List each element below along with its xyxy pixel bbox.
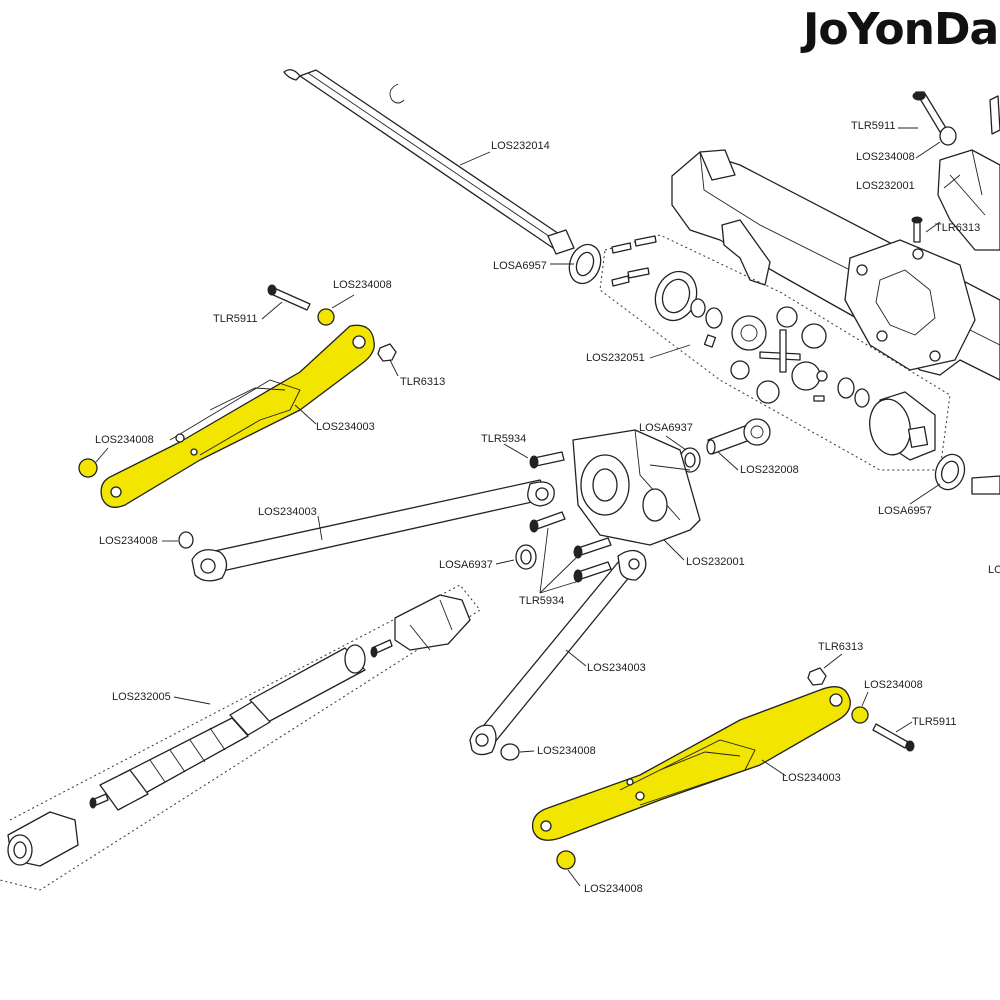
label-tlr6313-right: TLR6313: [818, 641, 864, 653]
label-los232001-center: LOS232001: [686, 556, 745, 568]
diff-internals: [611, 235, 936, 461]
label-tlr6313-top-right: TLR6313: [935, 222, 981, 234]
nut-tlr6313-right: [807, 667, 827, 686]
label-los234003-upper-link: LOS234003: [258, 506, 317, 518]
driveshaft-internals: [7, 594, 471, 867]
label-los234008-top-right: LOS234008: [856, 151, 915, 163]
label-tlr5911-top-right: TLR5911: [851, 120, 896, 132]
upper-link-rod: [191, 479, 555, 582]
highlighted-link-arm-right: [531, 686, 851, 841]
bushing-los234008-right-top: [851, 706, 869, 724]
bearing-part: [568, 243, 602, 285]
axle-housing-part: [671, 95, 1000, 381]
bushing-los234008-left-top: [317, 308, 335, 326]
axle-shaft-part: [283, 69, 575, 255]
nut-tlr6313-top-right: [911, 216, 923, 243]
label-los234003-left: LOS234003: [316, 421, 375, 433]
diff-group-outline: [599, 234, 951, 471]
bushing-los234008-lower-link: [500, 743, 520, 761]
label-losa6937-top: LOSA6937: [639, 422, 693, 434]
label-los232051: LOS232051: [586, 352, 645, 364]
label-edge-cut: LO: [988, 564, 1000, 576]
screw-tlr5911-top-right: [912, 91, 947, 133]
label-los232001-top-right: LOS232001: [856, 180, 915, 192]
label-tlr5934-top: TLR5934: [481, 433, 527, 445]
label-los232008: LOS232008: [740, 464, 799, 476]
label-los234008-left-top: LOS234008: [333, 279, 392, 291]
label-los234008-left-bottom: LOS234008: [95, 434, 154, 446]
bushing-los234008-right-bottom: [556, 850, 576, 870]
label-los234008-right-top: LOS234008: [864, 679, 923, 691]
label-los234008-mid-left: LOS234008: [99, 535, 158, 547]
label-los232014: LOS232014: [491, 140, 550, 152]
gear-housing-los232001: [572, 429, 701, 546]
brand-logo: JoYonDa®: [803, 8, 1000, 52]
screws-tlr5934-bottom: [529, 511, 612, 583]
label-los232005: LOS232005: [112, 691, 171, 703]
label-tlr6313-left: TLR6313: [400, 376, 446, 388]
label-los234003-lower-link: LOS234003: [587, 662, 646, 674]
label-losa6957-top: LOSA6957: [493, 260, 547, 272]
label-losa6937-bottom: LOSA6937: [439, 559, 493, 571]
leader-lines: [95, 127, 961, 887]
screw-tlr5911-right: [872, 723, 915, 752]
pinion-gear-part: [706, 418, 771, 455]
nut-tlr6313-left: [377, 343, 397, 362]
label-tlr5911-left: TLR5911: [213, 313, 258, 325]
label-los234008-right-bottom: LOS234008: [584, 883, 643, 895]
label-tlr5911-right: TLR5911: [912, 716, 957, 728]
label-los234003-right: LOS234003: [782, 772, 841, 784]
bearing-part-right: [934, 453, 1000, 495]
brand-name: JoYonDa: [803, 4, 999, 55]
label-losa6957-right: LOSA6957: [878, 505, 932, 517]
bushing-los234008-left-bottom: [78, 458, 98, 478]
bushing-los234008-top-right: [939, 126, 957, 146]
screw-tlr5934-top: [529, 451, 565, 469]
bearing-losa6937-bottom: [515, 544, 537, 570]
registered-mark: ®: [998, 8, 1000, 32]
screw-tlr5911-left: [267, 284, 311, 311]
label-tlr5934-bottom: TLR5934: [519, 595, 565, 607]
lower-link-rod: [469, 549, 647, 756]
bushing-los234008-mid-left: [178, 531, 194, 549]
label-los234008-lower-link: LOS234008: [537, 745, 596, 757]
highlighted-link-arm-left: [100, 324, 375, 508]
